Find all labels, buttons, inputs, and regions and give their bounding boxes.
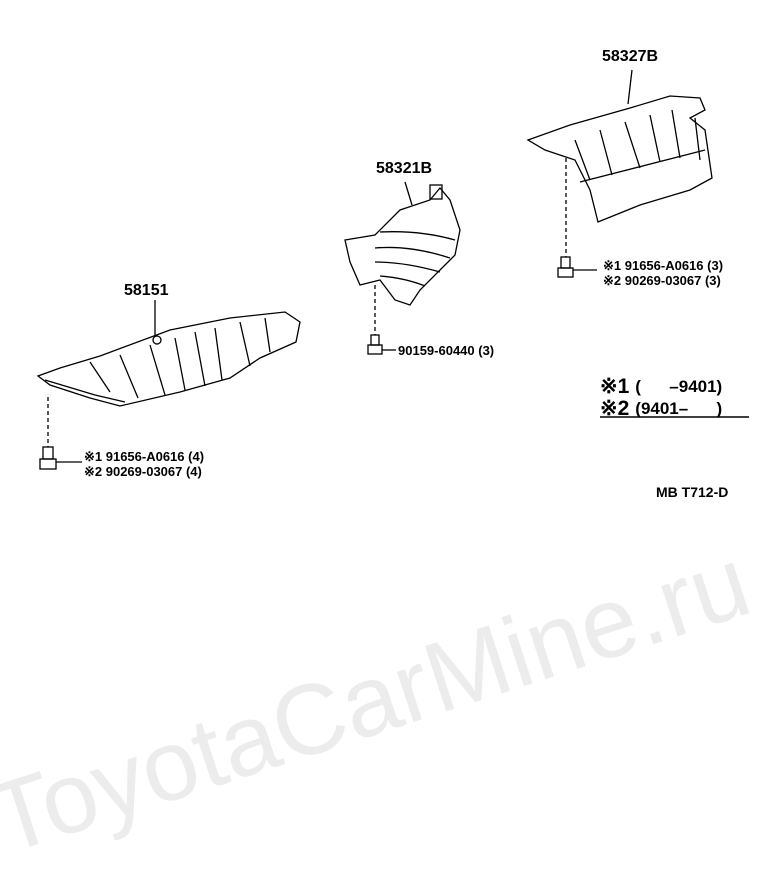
- legend-mark-1: ※1: [600, 375, 630, 398]
- bolt-center-label: 90159-60440 (3): [398, 343, 495, 358]
- legend-mark-2: ※2: [600, 397, 630, 420]
- part-number-58321b: 58321B: [376, 160, 433, 177]
- heat-insulator-58321b: [344, 184, 461, 306]
- part-number-58327b: 58327B: [602, 48, 659, 65]
- legend-range-2: (9401– ): [635, 399, 723, 418]
- part-number-58151: 58151: [124, 282, 169, 299]
- bolt-left-labels: ※1 91656-A0616 (4) ※2 90269-03067 (4): [84, 449, 204, 479]
- bolt-right-labels: ※1 91656-A0616 (3) ※2 90269-03067 (3): [603, 258, 723, 288]
- bolt-left-icon: [39, 446, 57, 470]
- bolt-left-line2: ※2 90269-03067 (4): [84, 464, 202, 479]
- bolt-center-icon: [367, 334, 383, 355]
- bolt-left-line1: ※1 91656-A0616 (4): [84, 449, 205, 464]
- bolt-right-icon: [557, 256, 574, 278]
- legend: ※1 ( –9401) ※2 (9401– ): [600, 376, 722, 420]
- bolt-right-line1: ※1 91656-A0616 (3): [603, 258, 724, 273]
- bolt-right-line2: ※2 90269-03067 (3): [603, 273, 721, 288]
- heat-insulator-58151: [36, 311, 301, 407]
- legend-range-1: ( –9401): [635, 377, 723, 396]
- diagram-code: MB T712-D: [656, 484, 729, 500]
- heat-insulator-58327b: [526, 95, 713, 223]
